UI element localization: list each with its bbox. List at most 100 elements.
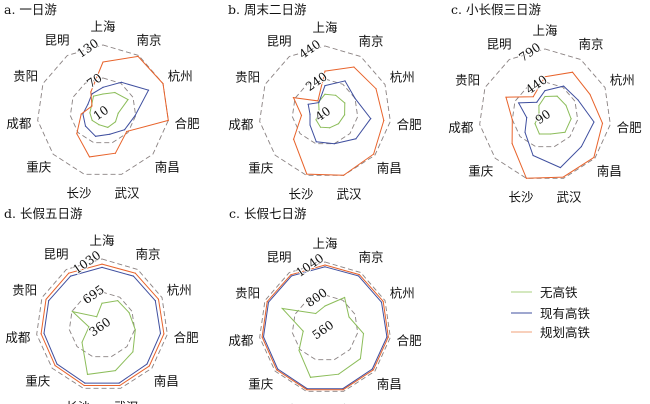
data-point — [318, 108, 320, 110]
data-point — [119, 384, 121, 387]
data-point — [120, 81, 123, 83]
grid-ring-2 — [479, 48, 611, 179]
data-point — [117, 112, 119, 114]
data-point — [69, 275, 72, 277]
data-point — [317, 100, 319, 102]
data-point — [556, 95, 558, 97]
axis-label: 成都 — [228, 333, 254, 348]
data-point — [154, 300, 156, 302]
data-point — [593, 121, 595, 123]
data-point — [580, 145, 583, 148]
data-point — [562, 85, 565, 87]
data-point — [102, 86, 104, 88]
tick-label: 130 — [74, 36, 101, 61]
tick-label: 800 — [303, 285, 330, 310]
data-point — [344, 102, 346, 104]
grid-ring-2 — [36, 258, 168, 389]
data-point — [276, 369, 278, 371]
data-point — [91, 105, 93, 107]
data-point — [101, 266, 103, 268]
data-point — [315, 119, 317, 121]
data-point — [538, 111, 540, 113]
data-point — [114, 152, 116, 154]
tick-label: 90 — [533, 107, 554, 127]
axis-label: 南昌 — [597, 164, 622, 179]
data-point — [387, 336, 389, 338]
data-point — [147, 89, 150, 91]
axis-label: 上海 — [89, 233, 115, 248]
data-point — [559, 166, 562, 169]
axis-label: 南京 — [578, 36, 603, 51]
axis-label: 合肥 — [174, 330, 200, 345]
axis-label: 成都 — [448, 120, 474, 135]
data-point — [511, 119, 513, 121]
data-point — [342, 174, 345, 176]
data-point — [277, 368, 279, 370]
axis-label: 合肥 — [397, 117, 423, 132]
axis-label: 南京 — [358, 249, 383, 264]
data-point — [333, 143, 335, 145]
data-point — [101, 263, 103, 265]
data-point — [124, 129, 126, 131]
data-point — [382, 300, 384, 303]
chart-title: c. 小长假三日游 — [451, 2, 541, 17]
chart-title: b. 周末二日游 — [228, 2, 307, 17]
data-point — [537, 115, 540, 117]
data-point — [126, 130, 128, 133]
data-point — [266, 301, 268, 303]
series-existing-hsr — [43, 266, 162, 384]
data-point — [146, 363, 148, 365]
data-point — [532, 96, 534, 98]
axis-label: 昆明 — [487, 36, 512, 51]
data-point — [511, 142, 513, 145]
data-point — [505, 96, 507, 98]
axis-label: 武汉 — [336, 403, 362, 404]
data-point — [98, 124, 100, 126]
data-point — [538, 133, 541, 135]
axis-label: 昆明 — [267, 249, 292, 264]
axis-label: 南京 — [135, 246, 160, 261]
series-planned-hsr — [40, 263, 165, 386]
data-point — [324, 305, 326, 307]
grid-ring-2 — [259, 45, 391, 176]
data-point — [534, 123, 536, 125]
axis-label: 贵阳 — [12, 283, 37, 298]
data-point — [89, 112, 91, 114]
series-existing-hsr — [262, 266, 388, 390]
data-point — [117, 299, 119, 302]
data-point — [292, 138, 295, 140]
tick-label: 790 — [516, 40, 543, 65]
tick-label: 440 — [523, 72, 550, 97]
data-point — [80, 113, 82, 115]
series-no-hsr — [315, 93, 346, 129]
axis-label: 贵阳 — [455, 73, 480, 88]
axis-label: 杭州 — [390, 286, 415, 301]
data-point — [262, 336, 265, 338]
data-point — [536, 101, 538, 103]
data-point — [298, 349, 300, 352]
data-point — [315, 141, 317, 143]
data-point — [307, 103, 309, 105]
axis-label: 贵阳 — [235, 70, 260, 85]
grid-ring-1 — [511, 81, 579, 148]
data-point — [114, 369, 116, 372]
data-point — [290, 274, 292, 276]
series-existing-hsr — [307, 80, 372, 145]
data-point — [148, 365, 150, 367]
axis-label: 重庆 — [248, 161, 274, 176]
chart-title: a. 一日游 — [4, 2, 57, 17]
data-point — [386, 336, 388, 338]
data-point — [40, 333, 42, 335]
axis-label: 昆明 — [45, 32, 70, 47]
series-existing-hsr — [82, 81, 150, 137]
data-point — [353, 66, 355, 68]
data-point — [373, 153, 375, 155]
data-point — [348, 316, 350, 318]
data-point — [292, 97, 295, 99]
data-point — [370, 117, 372, 120]
axis-label: 长沙 — [509, 190, 535, 205]
data-point — [380, 301, 383, 303]
data-point — [90, 91, 92, 93]
data-point — [309, 376, 312, 378]
